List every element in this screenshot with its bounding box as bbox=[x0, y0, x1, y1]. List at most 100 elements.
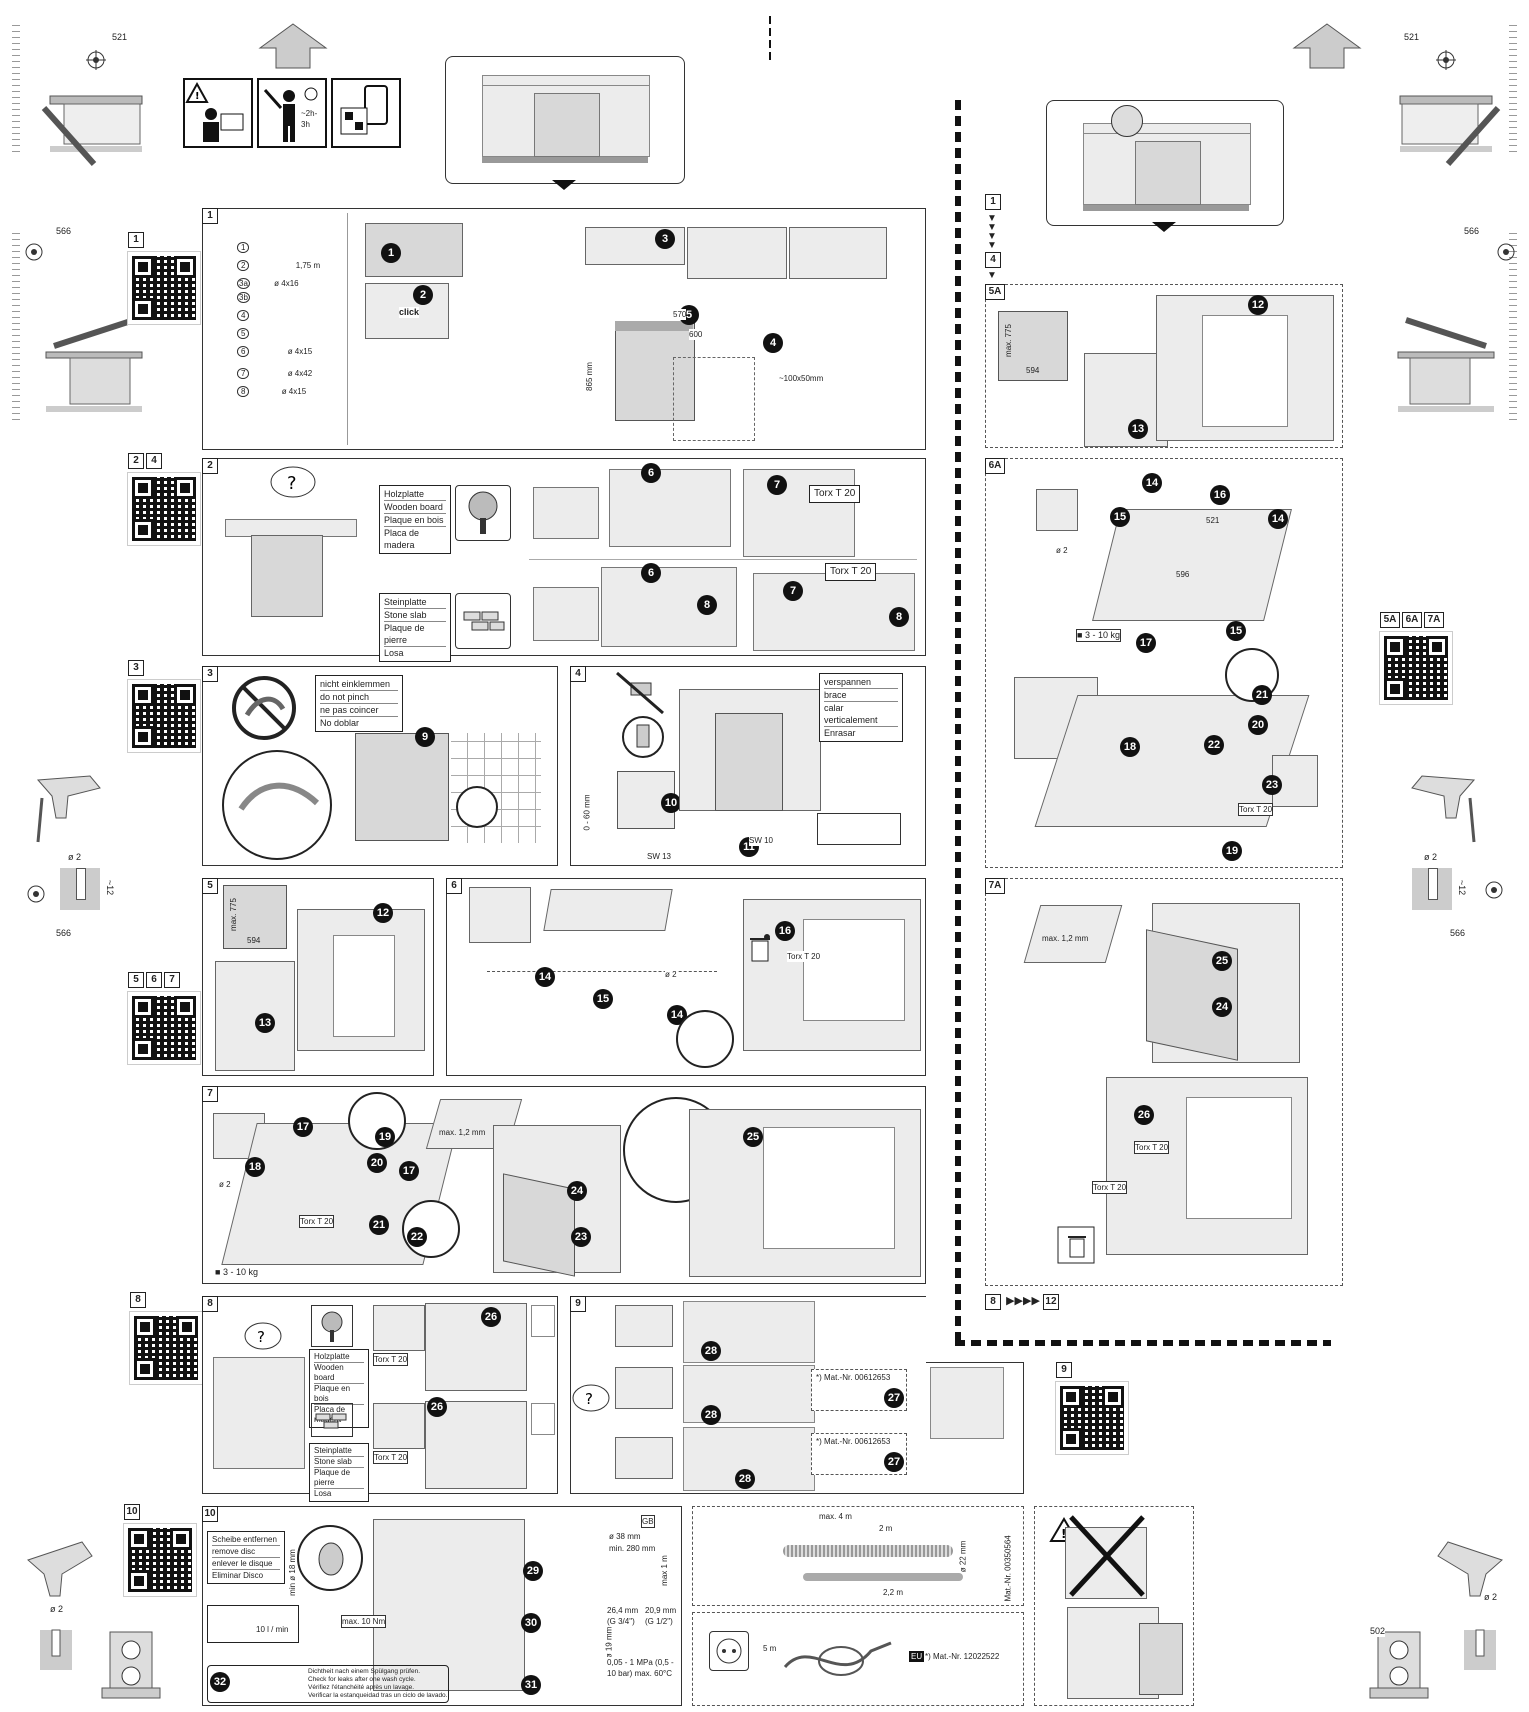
step-circle-8a: 8 bbox=[697, 595, 717, 615]
qr-code-5[interactable] bbox=[127, 991, 201, 1065]
panel9-extension bbox=[926, 1362, 1024, 1494]
max12-label-7A: max. 1,2 mm bbox=[1042, 934, 1089, 943]
panel-step-6: 6 14 15 14 ø 2 16 Torx T 20 bbox=[446, 878, 926, 1076]
cabinet-pencil-sketch-right bbox=[1397, 317, 1495, 412]
thread-12-label: 20,9 mm (G 1/2") bbox=[645, 1605, 681, 1627]
step-circle-6b: 6 bbox=[641, 563, 661, 583]
drill-zoom-circle-p6 bbox=[676, 1010, 734, 1068]
torx-label-2: Torx T 20 bbox=[825, 563, 877, 581]
check-text-en: Check for leaks after one wash cycle. bbox=[308, 1676, 416, 1683]
step-circle-16-6A: 16 bbox=[1210, 485, 1230, 505]
panel-5-number: 5 bbox=[202, 878, 218, 894]
qr-code-8[interactable] bbox=[129, 1311, 203, 1385]
panel-step-7A: 7A max. 1,2 mm 25 24 26 Torx T 20 Torx T… bbox=[985, 878, 1343, 1286]
bricks-icon-p8 bbox=[311, 1403, 353, 1437]
dishwasher-install-sketch: 5 865 mm bbox=[575, 291, 775, 425]
part-4: 4 bbox=[237, 310, 347, 329]
drill-dia-left: ø 2 bbox=[68, 852, 82, 863]
step-circle-31: 31 bbox=[521, 1675, 541, 1695]
w596-6A: 596 bbox=[1176, 570, 1190, 579]
right-ruler-top bbox=[1509, 22, 1517, 152]
panel-1-number: 1 bbox=[202, 208, 218, 224]
max-10nm-label: max. 10 Nm bbox=[341, 1615, 387, 1628]
qr-label-2: 2 bbox=[128, 453, 144, 469]
step-circle-20-6A: 20 bbox=[1248, 715, 1268, 735]
hose-sketch-1 bbox=[783, 1545, 953, 1557]
dim-521-right: 521 bbox=[1404, 32, 1420, 43]
step-circle-30: 30 bbox=[521, 1613, 541, 1633]
measure-detail-5A bbox=[1084, 353, 1168, 447]
step-qr-9: 9 bbox=[1055, 1362, 1129, 1455]
max1m-label: max 1 m bbox=[658, 1555, 670, 1586]
step-circle-26-7A: 26 bbox=[1134, 1105, 1154, 1125]
step-qr-1: 1 bbox=[127, 232, 201, 325]
mat-nr-box-1: *) Mat.-Nr. 00612653 27 bbox=[811, 1369, 907, 1411]
qr-code-2[interactable] bbox=[127, 472, 201, 546]
drill-566-left: 566 bbox=[56, 928, 72, 939]
power-cord-panel: 5 m EU *) Mat.-Nr. 12022522 bbox=[692, 1612, 1024, 1706]
no-uneven-icon bbox=[616, 671, 664, 715]
dishwasher-push-sketch bbox=[355, 733, 449, 841]
part-3b: 3b bbox=[237, 292, 250, 303]
max-4m-label: max. 4 m bbox=[819, 1511, 852, 1522]
floor-detail-sketch bbox=[673, 357, 755, 441]
qr-code-10[interactable] bbox=[123, 1523, 197, 1597]
mat-nr-1: *) Mat.-Nr. 00612653 bbox=[816, 1372, 891, 1383]
level-indicator-strip bbox=[817, 813, 901, 845]
power-mat-nr: *) Mat.-Nr. 12022522 bbox=[925, 1651, 1000, 1662]
qr-code-3[interactable] bbox=[127, 679, 201, 753]
qr-label-10: 10 bbox=[124, 1504, 140, 1520]
part-5: 5 bbox=[237, 328, 347, 347]
svg-text:?: ? bbox=[257, 1328, 265, 1346]
socket-icon bbox=[709, 1631, 749, 1671]
sw13-label: SW 13 bbox=[647, 851, 672, 862]
step-circle-6a: 6 bbox=[641, 463, 661, 483]
step-circle-27a: 27 bbox=[884, 1388, 904, 1408]
step-circle-28b: 28 bbox=[701, 1405, 721, 1425]
qr-label-9: 9 bbox=[1056, 1362, 1072, 1378]
warning-read-manual-icon: ! bbox=[183, 78, 253, 148]
qr-label-1: 1 bbox=[128, 232, 144, 248]
dim-566-right: 566 bbox=[1464, 226, 1480, 237]
step-circle-18: 18 bbox=[245, 1157, 265, 1177]
question-cloud-icon-p9: ? bbox=[572, 1384, 610, 1412]
panel-2-number: 2 bbox=[202, 458, 218, 474]
check-text-de: Dichtheit nach einem Spülgang prüfen. bbox=[308, 1668, 421, 1675]
qr-label-5: 5 bbox=[128, 972, 144, 988]
sink-install-sketch bbox=[373, 1519, 525, 1691]
d2-6A: ø 2 bbox=[1056, 545, 1068, 556]
step1-image-1 bbox=[365, 223, 463, 277]
countertop-sketch bbox=[225, 519, 357, 629]
mat-nr-box-2: *) Mat.-Nr. 00612653 27 bbox=[811, 1433, 907, 1475]
drill-bottom-left bbox=[27, 1541, 161, 1699]
min280-label: min. 280 mm bbox=[609, 1543, 656, 1554]
qr-label-7: 7 bbox=[164, 972, 180, 988]
w594-5A: 594 bbox=[1026, 366, 1040, 375]
leak-check-box: 32 Dichtheit nach einem Spülgang prüfen.… bbox=[207, 1665, 449, 1703]
step-circle-23-p7: 23 bbox=[571, 1227, 591, 1247]
qr-label-4: 4 bbox=[146, 453, 162, 469]
target-mark-top-right bbox=[1436, 50, 1456, 70]
weight-label-p7: ■ 3 - 10 kg bbox=[215, 1267, 258, 1278]
2m-label: 2 m bbox=[879, 1523, 893, 1534]
qr-code-9[interactable] bbox=[1055, 1381, 1129, 1455]
panel-3-number: 3 bbox=[202, 666, 218, 682]
step-circle-25-7A: 25 bbox=[1212, 951, 1232, 971]
step-circle-7a: 7 bbox=[767, 475, 787, 495]
qr-code-5A[interactable] bbox=[1379, 631, 1453, 705]
power-cord-icon bbox=[783, 1641, 892, 1676]
svg-text:!: ! bbox=[195, 91, 200, 102]
torx-label-p6: Torx T 20 bbox=[787, 951, 821, 962]
step-circle-28a: 28 bbox=[701, 1341, 721, 1361]
drill-depth-right: ~12 bbox=[1456, 879, 1468, 896]
no-pinch-icon bbox=[232, 676, 296, 740]
qr-code-1[interactable] bbox=[127, 251, 201, 325]
counter-pencil-sketch-left bbox=[41, 95, 143, 166]
step-circle-28c: 28 bbox=[735, 1469, 755, 1489]
